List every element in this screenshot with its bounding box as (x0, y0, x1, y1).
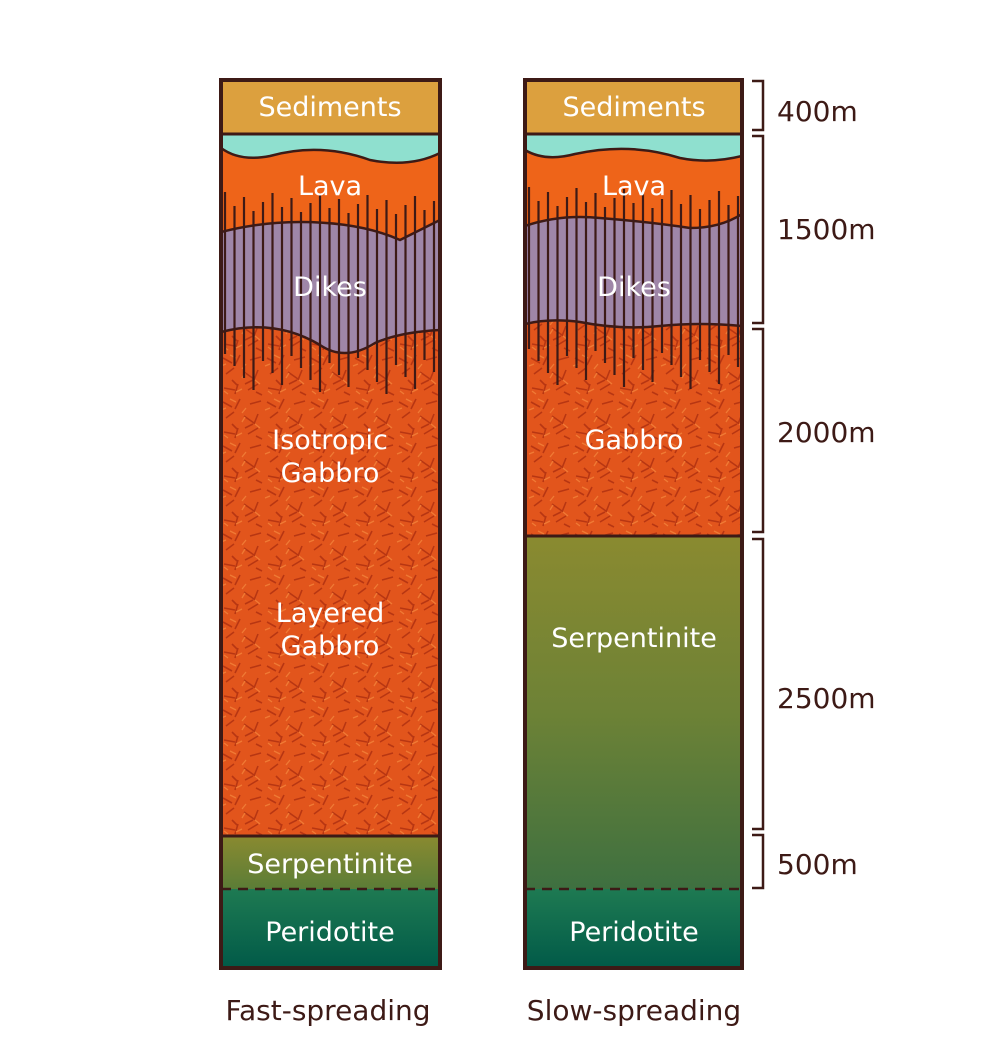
fast-dikes-gabbro-boundary (221, 325, 440, 355)
fast-spreading-column (221, 80, 440, 968)
depth-label-1500m: 1500m (777, 213, 876, 246)
fast-layered-gabbro-label-2: Gabbro (281, 631, 380, 662)
fast-column-outline (219, 78, 442, 970)
depth-bracket-500m (752, 833, 765, 890)
depth-bracket-400m (752, 79, 765, 132)
depth-bracket-2000m (752, 327, 765, 534)
fast-layered-gabbro-label-1: Layered (276, 598, 384, 629)
depth-label-500m: 500m (777, 848, 858, 881)
depth-label-2500m: 2500m (777, 682, 876, 715)
slow-serpentinite-label: Serpentinite (551, 623, 717, 654)
fast-serpentinite-layer (221, 836, 440, 889)
slow-spreading-column (525, 80, 742, 968)
slow-dikes-gabbro-boundary (525, 319, 742, 329)
slow-gabbro-label: Gabbro (585, 425, 684, 456)
slow-serpentinite-layer (525, 536, 742, 889)
fast-isotropic-gabbro-label-1: Isotropic (272, 425, 388, 456)
fast-serpentinite-label: Serpentinite (247, 849, 413, 880)
slow-column-outline (523, 78, 744, 970)
fast-sediments-layer (221, 80, 440, 134)
depth-bracket-1500m (752, 134, 765, 325)
slow-water-lava-boundary (525, 147, 742, 162)
fast-spreading-caption: Fast-spreading (225, 994, 430, 1027)
depth-bracket-2500m (752, 537, 765, 831)
slow-peridotite-layer (525, 889, 742, 968)
fast-isotropic-gabbro-label-2: Gabbro (281, 458, 380, 489)
fast-peridotite-layer (221, 889, 440, 968)
fast-peridotite-label: Peridotite (265, 917, 394, 948)
fast-gabbro-layer (221, 300, 440, 836)
slow-dikes-label: Dikes (597, 272, 671, 303)
slow-lava-label: Lava (602, 171, 666, 202)
slow-sediments-label: Sediments (562, 92, 705, 123)
fast-lava-layer (221, 148, 440, 240)
fast-sediments-label: Sediments (258, 92, 401, 123)
depth-label-400m: 400m (777, 95, 858, 128)
fast-water-lava-boundary (221, 146, 440, 165)
fast-dikes-label: Dikes (293, 272, 367, 303)
slow-spreading-caption: Slow-spreading (527, 994, 741, 1027)
depth-label-2000m: 2000m (777, 416, 876, 449)
fast-lava-label: Lava (298, 171, 362, 202)
slow-lava-layer (525, 148, 742, 230)
slow-sediments-layer (525, 80, 742, 134)
slow-lava-dikes-boundary (525, 212, 742, 230)
fast-lava-dikes-boundary (221, 218, 440, 242)
slow-peridotite-label: Peridotite (569, 917, 698, 948)
slow-dike-lines (527, 187, 740, 389)
